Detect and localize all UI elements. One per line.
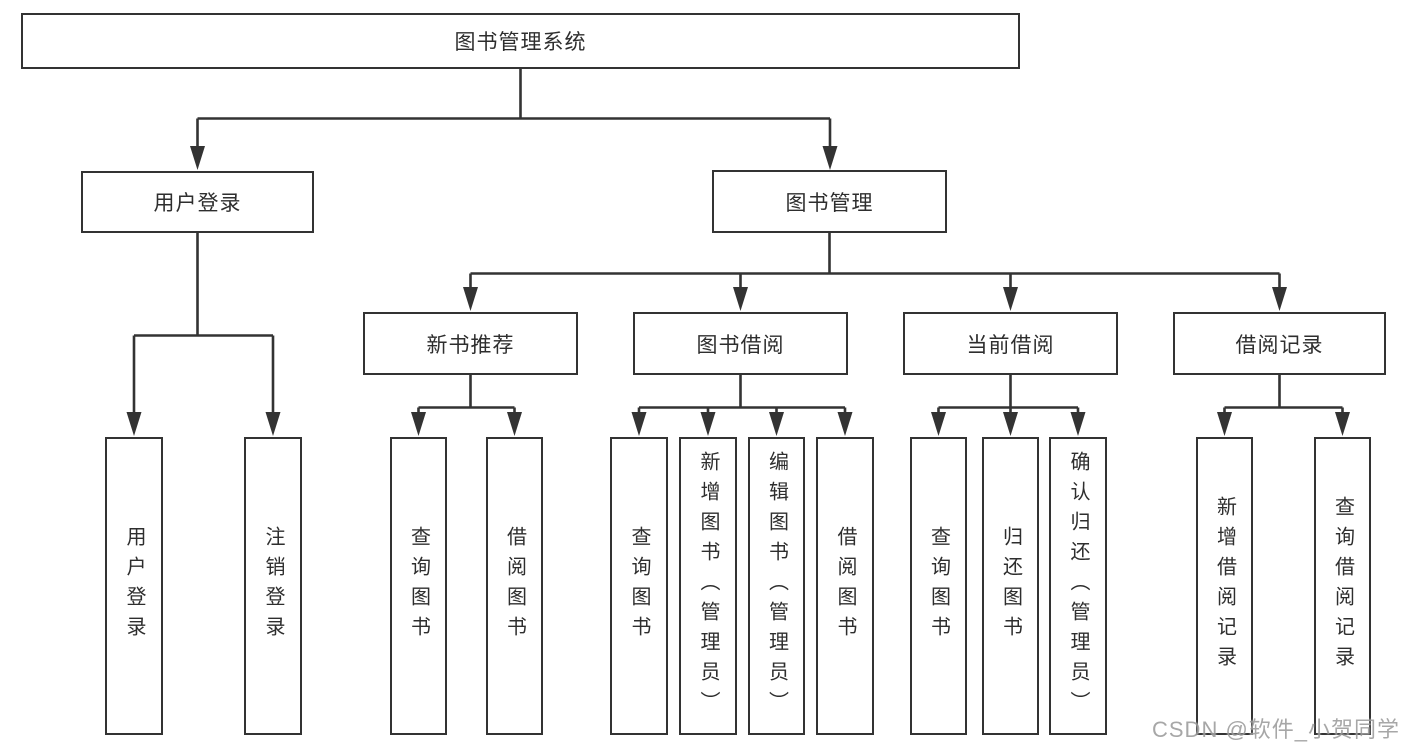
leaf-logout-label: 注销登录: [262, 526, 284, 646]
leaf-query-books-borrow: 查询图书: [610, 437, 668, 735]
connector-borrow-records-to-leaves: [1217, 375, 1350, 436]
node-current-borrow: 当前借阅: [903, 312, 1118, 375]
leaf-add-borrow-record-label: 新增借阅记录: [1213, 496, 1236, 676]
node-user-login: 用户登录: [81, 171, 314, 233]
leaf-user-login-label: 用户登录: [123, 526, 145, 646]
connector-current-borrow-to-leaves: [931, 375, 1086, 436]
node-book-management: 图书管理: [712, 170, 947, 233]
leaf-add-borrow-record: 新增借阅记录: [1196, 437, 1253, 735]
leaf-query-books-borrow-label: 查询图书: [628, 526, 650, 646]
node-book-borrow: 图书借阅: [633, 312, 848, 375]
leaf-edit-books-admin: 编辑图书（管理员）: [748, 437, 805, 735]
leaf-borrow-books-label: 借阅图书: [834, 526, 856, 646]
leaf-confirm-return-admin: 确认归还（管理员）: [1049, 437, 1107, 735]
node-root-library-system: 图书管理系统: [21, 13, 1020, 69]
leaf-return-books-label: 归还图书: [999, 526, 1022, 646]
leaf-user-login: 用户登录: [105, 437, 163, 735]
connector-book-borrow-to-leaves: [631, 375, 853, 436]
node-user-login-label: 用户登录: [153, 192, 242, 215]
leaf-query-books-recommend: 查询图书: [390, 437, 447, 735]
leaf-edit-books-admin-label: 编辑图书（管理员）: [765, 451, 788, 721]
node-borrow-records-label: 借阅记录: [1235, 333, 1324, 357]
leaf-borrow-books-recommend: 借阅图书: [486, 437, 543, 735]
node-current-borrow-label: 当前借阅: [966, 333, 1055, 357]
node-new-book-recommend: 新书推荐: [363, 312, 578, 375]
node-root-label: 图书管理系统: [454, 31, 587, 54]
connector-new-book-recommend-to-leaves: [411, 375, 522, 436]
node-new-book-recommend-label: 新书推荐: [426, 333, 515, 357]
connector-user-login-to-leaves: [126, 233, 281, 436]
connector-root-to-level2: [190, 69, 838, 170]
leaf-query-books-recommend-label: 查询图书: [407, 526, 430, 646]
leaf-return-books: 归还图书: [982, 437, 1039, 735]
leaf-query-books-current-label: 查询图书: [927, 526, 950, 646]
leaf-borrow-books: 借阅图书: [816, 437, 874, 735]
leaf-add-books-admin: 新增图书（管理员）: [679, 437, 737, 735]
leaf-add-books-admin-label: 新增图书（管理员）: [697, 451, 719, 721]
csdn-watermark: CSDN @软件_小贺同学: [1152, 717, 1401, 742]
node-book-management-label: 图书管理: [785, 191, 874, 215]
leaf-confirm-return-admin-label: 确认归还（管理员）: [1067, 451, 1089, 721]
leaf-logout: 注销登录: [244, 437, 302, 735]
leaf-query-books-current: 查询图书: [910, 437, 967, 735]
leaf-query-borrow-record: 查询借阅记录: [1314, 437, 1371, 735]
leaf-query-borrow-record-label: 查询借阅记录: [1331, 496, 1354, 676]
leaf-borrow-books-recommend-label: 借阅图书: [503, 526, 526, 646]
connector-book-management-to-level3: [463, 233, 1287, 311]
node-book-borrow-label: 图书借阅: [696, 333, 785, 357]
node-borrow-records: 借阅记录: [1173, 312, 1386, 375]
